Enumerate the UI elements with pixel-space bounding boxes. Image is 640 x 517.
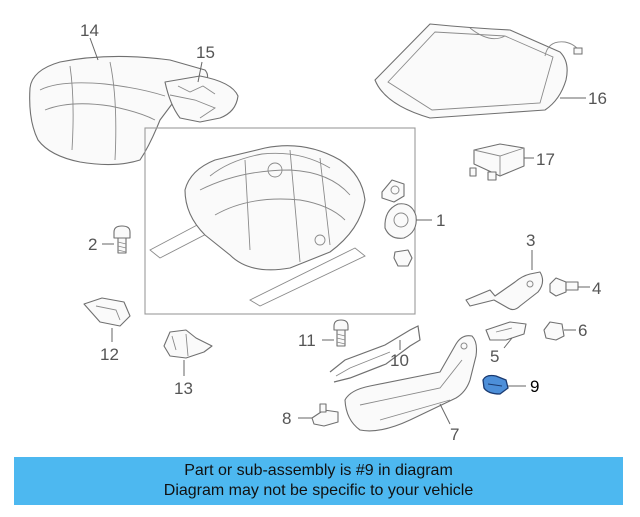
part-12-bracket[interactable] xyxy=(83,297,131,327)
part-10-wire-rod[interactable] xyxy=(329,325,421,383)
callout-2: 2 xyxy=(88,235,97,254)
part-8-clip[interactable] xyxy=(311,403,339,427)
part-5-clip[interactable] xyxy=(485,321,527,341)
callout-10: 10 xyxy=(390,351,409,370)
banner-line-1: Part or sub-assembly is #9 in diagram xyxy=(184,462,453,479)
part-7-side-shield[interactable] xyxy=(344,335,478,432)
banner-line-2: Diagram may not be specific to your vehi… xyxy=(163,482,474,499)
part-16-back-panel[interactable] xyxy=(374,23,583,119)
part-3-bracket[interactable] xyxy=(465,271,544,311)
part-14-cushion-cover[interactable] xyxy=(29,55,209,166)
callout-13: 13 xyxy=(174,379,193,398)
part-6-clip[interactable] xyxy=(543,321,565,341)
callout-9: 9 xyxy=(530,377,539,396)
callout-5: 5 xyxy=(490,347,499,366)
info-banner: Part or sub-assembly is #9 in diagram Di… xyxy=(14,457,623,505)
part-9-clip-highlighted[interactable] xyxy=(482,374,509,395)
callout-6: 6 xyxy=(578,321,587,340)
callout-3: 3 xyxy=(526,231,535,250)
callout-12: 12 xyxy=(100,345,119,364)
callout-17: 17 xyxy=(536,150,555,169)
callout-11: 11 xyxy=(298,331,316,350)
callout-14: 14 xyxy=(80,21,99,40)
callout-7: 7 xyxy=(450,425,459,444)
part-17-module[interactable] xyxy=(469,143,525,181)
part-1-seat-frame[interactable] xyxy=(149,145,417,307)
part-15-cushion-pad[interactable] xyxy=(164,75,239,123)
part-13-bracket[interactable] xyxy=(163,329,213,359)
callout-4: 4 xyxy=(592,279,601,298)
part-11-bolt[interactable] xyxy=(333,319,349,347)
callout-1: 1 xyxy=(436,211,445,230)
callout-16: 16 xyxy=(588,89,607,108)
part-4-bolt[interactable] xyxy=(549,277,579,297)
part-2-bolt[interactable] xyxy=(113,225,131,254)
banner-background xyxy=(14,457,623,505)
callout-8: 8 xyxy=(282,409,291,428)
callout-15: 15 xyxy=(196,43,215,62)
